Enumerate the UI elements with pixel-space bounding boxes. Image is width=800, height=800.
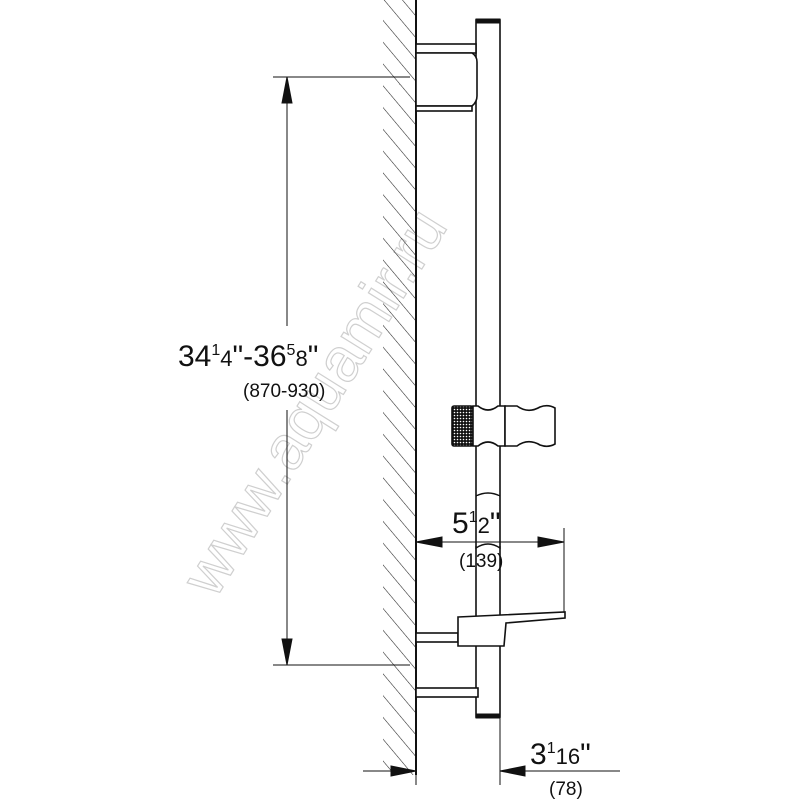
rail-break (475, 492, 501, 497)
soap-dish (415, 611, 566, 647)
shower-rail (475, 18, 501, 719)
rail-offset-dimension (363, 718, 620, 785)
wall (383, 0, 417, 775)
holder-projection-imperial: 512" (452, 507, 501, 540)
top-wall-bracket (415, 43, 478, 112)
height-dimension (273, 76, 410, 666)
rail-offset-imperial: 3116" (530, 738, 591, 771)
holder-projection-metric: (139) (459, 551, 503, 572)
bottom-wall-bracket (415, 687, 479, 698)
holder-projection-dimension (415, 528, 565, 612)
height-dimension-metric: (870-930) (243, 381, 325, 402)
height-dimension-imperial: 3414"-3658" (178, 340, 318, 373)
rail-offset-metric: (78) (549, 779, 583, 800)
hand-shower-holder (451, 404, 556, 448)
